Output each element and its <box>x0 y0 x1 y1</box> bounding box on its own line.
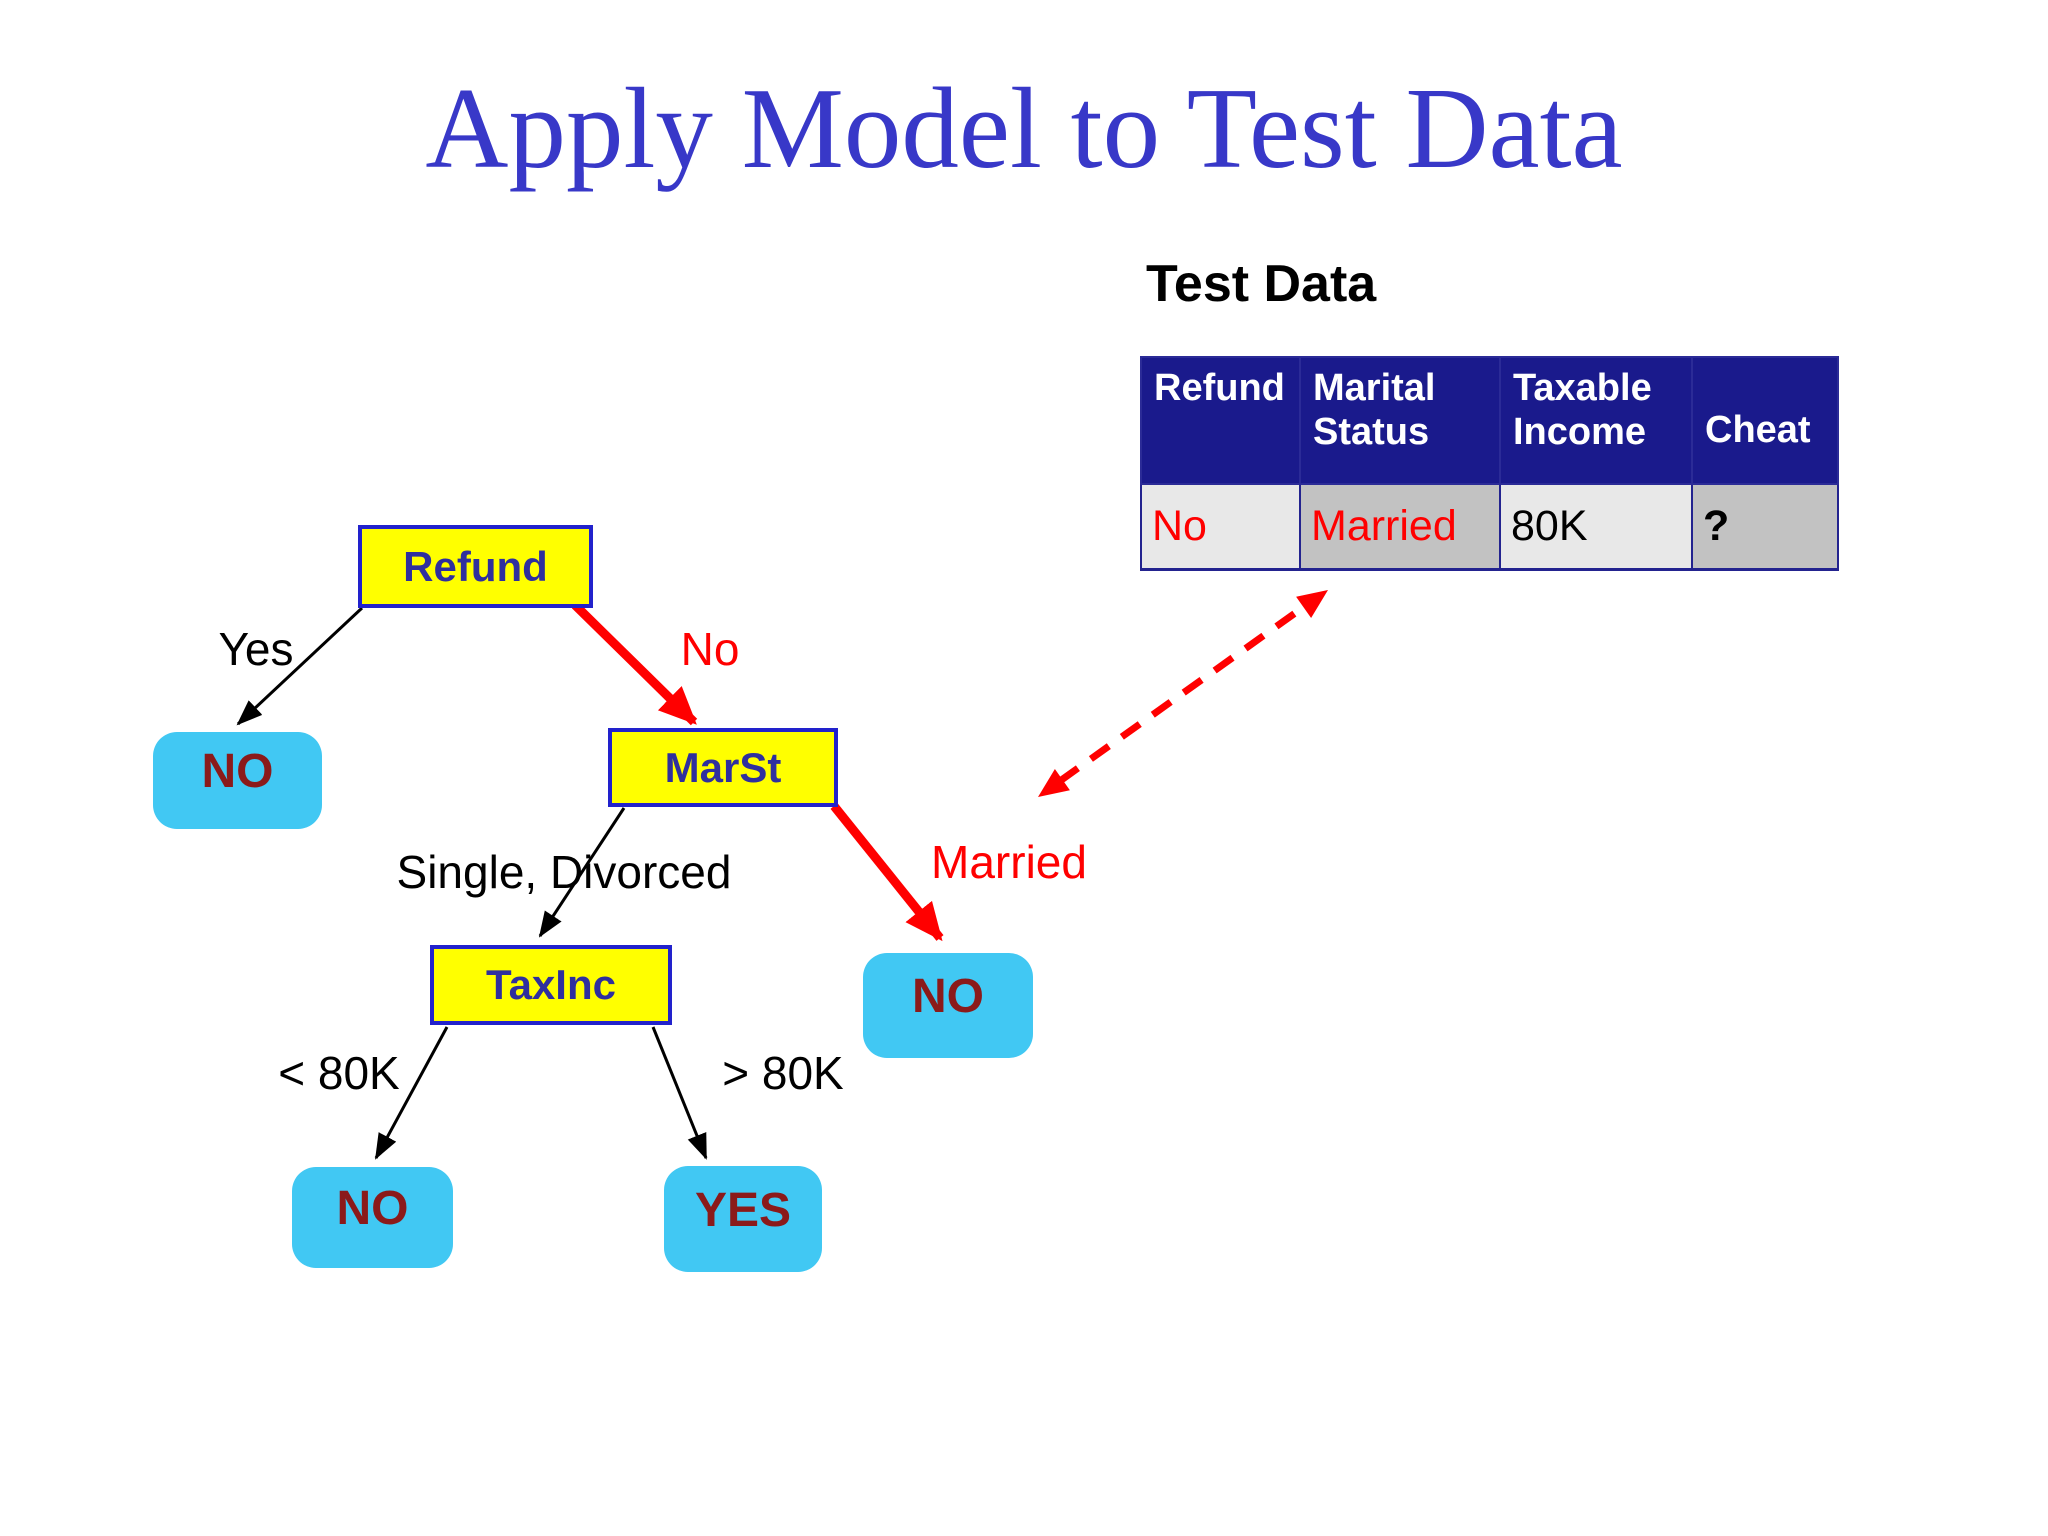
test-data-table: Refund Marital Status Taxable Income Che… <box>1140 356 1839 571</box>
table-row: No Married 80K ? <box>1140 483 1839 571</box>
branch-label-married: Married <box>931 836 1087 888</box>
tree-leaf-no-taxinc-low: NO <box>292 1167 453 1268</box>
branch-label-single-divorced: Single, Divorced <box>396 846 732 898</box>
link-arrowhead-upper <box>1296 590 1328 618</box>
branch-label-lt-80k: < 80K <box>278 1047 400 1099</box>
tree-node-taxinc: TaxInc <box>430 945 672 1025</box>
tree-leaf-no-married: NO <box>863 953 1033 1058</box>
tree-node-marst: MarSt <box>608 728 838 807</box>
link-arrowhead-lower <box>1038 769 1070 797</box>
link-dashed-line <box>1057 603 1308 784</box>
tree-leaf-yes-taxinc-high: YES <box>664 1166 822 1272</box>
branch-label-gt-80k: > 80K <box>722 1047 844 1099</box>
branch-label-yes: Yes <box>218 623 294 675</box>
table-header-row: Refund Marital Status Taxable Income Che… <box>1140 356 1839 485</box>
tree-leaf-no-refund-yes: NO <box>153 732 322 829</box>
column-header-refund: Refund <box>1140 356 1301 485</box>
branch-label-no: No <box>680 623 740 675</box>
column-header-marital-status: Marital Status <box>1299 356 1501 485</box>
cell-marital-status-value: Married <box>1299 483 1501 571</box>
cell-taxable-income-value: 80K <box>1499 483 1693 571</box>
cell-cheat-value: ? <box>1691 483 1839 571</box>
slide-title: Apply Model to Test Data <box>425 65 1623 192</box>
column-header-taxable-income: Taxable Income <box>1499 356 1693 485</box>
cell-refund-value: No <box>1140 483 1301 571</box>
column-header-cheat: Cheat <box>1691 356 1839 485</box>
test-data-heading: Test Data <box>1146 255 1377 313</box>
tree-node-refund: Refund <box>358 525 593 608</box>
